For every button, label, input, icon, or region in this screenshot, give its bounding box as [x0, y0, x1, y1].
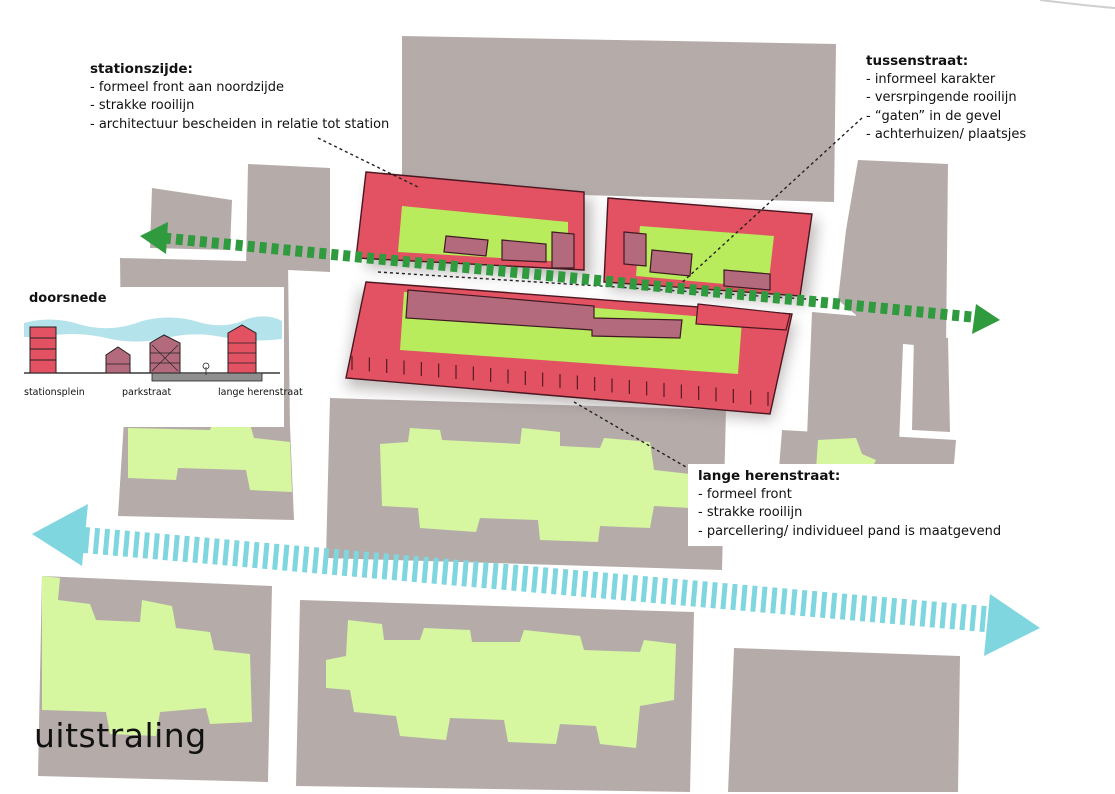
- section-building-middle: [149, 334, 181, 374]
- annotation-line: - versrpingende rooilijn: [866, 90, 1017, 105]
- annotation-line: - formeel front: [698, 486, 792, 502]
- doorsnede-title: doorsnede: [29, 291, 107, 306]
- garden-south-center: [326, 620, 676, 748]
- block-north: [402, 36, 836, 202]
- section-building-right: [227, 324, 257, 374]
- annotation-tussenstraat: tussenstraat: - informeel karakter - ver…: [866, 52, 1026, 145]
- annotation-line: - architectuur bescheiden in relatie tot…: [90, 116, 390, 132]
- cyan-arrowhead-left: [32, 504, 88, 566]
- annotation-heading: lange herenstraat:: [698, 468, 841, 484]
- garden-east: [816, 438, 876, 472]
- tree-icon: [202, 362, 210, 375]
- annotation-heading: stationszijde:: [90, 61, 193, 77]
- annotation-lange-herenstraat: lange herenstraat: - formeel front - str…: [688, 464, 1012, 546]
- section-sketch: [24, 316, 282, 382]
- garden-areas: [42, 420, 876, 748]
- annotation-line: - strakke rooilijn: [698, 505, 803, 520]
- green-arrowhead-right: [972, 304, 1000, 334]
- green-route-arrow: [140, 222, 1000, 334]
- annotation-heading: tussenstraat:: [866, 53, 969, 69]
- section-building-parkstraat: [105, 346, 131, 374]
- green-arrowhead-left: [140, 222, 168, 254]
- leader-stationszijde: [317, 137, 421, 189]
- annotation-stationszijde: stationszijde: - formeel front aan noord…: [90, 60, 389, 134]
- annotation-line: - parcellering/ individueel pand is maat…: [698, 523, 1002, 539]
- plan-north-west-block: [355, 171, 585, 271]
- garden-center-lower: [380, 428, 690, 542]
- annotation-line: - strakke rooilijn: [90, 98, 195, 113]
- block-southeast: [728, 648, 960, 792]
- garden-southwest: [42, 576, 252, 736]
- section-label-lange-herenstraat: lange herenstraat: [218, 387, 303, 398]
- annotation-line: - “gaten” in de gevel: [866, 108, 1002, 124]
- block-northeast: [838, 160, 948, 348]
- diagram-title: uitstraling: [34, 716, 207, 755]
- section-building-left: [29, 326, 57, 374]
- garden-west: [128, 420, 292, 492]
- section-label-stationsplein: stationsplein: [24, 387, 85, 398]
- annotation-line: - informeel karakter: [866, 71, 996, 87]
- cyan-route-shaft: [82, 527, 998, 633]
- plan-north-east-block: [603, 197, 813, 297]
- cyan-route-arrow: [32, 504, 1040, 656]
- section-label-parkstraat: parkstraat: [122, 387, 172, 398]
- facade-parcel-ticks: [351, 356, 769, 406]
- block-east-small: [912, 334, 950, 432]
- street-slab: [151, 372, 263, 382]
- edge-curve: [1039, 0, 1115, 9]
- block-east-upper: [806, 312, 904, 470]
- block-northwest: [246, 164, 330, 272]
- annotation-line: - achterhuizen/ plaatsjes: [866, 127, 1027, 142]
- sky-band: [24, 316, 282, 342]
- plan-south-block: [345, 281, 793, 415]
- cyan-arrowhead-right: [984, 594, 1040, 656]
- doorsnede-inset: doorsnede: [22, 287, 303, 427]
- annotation-line: - formeel front aan noordzijde: [90, 79, 285, 95]
- green-route-shaft: [163, 232, 983, 324]
